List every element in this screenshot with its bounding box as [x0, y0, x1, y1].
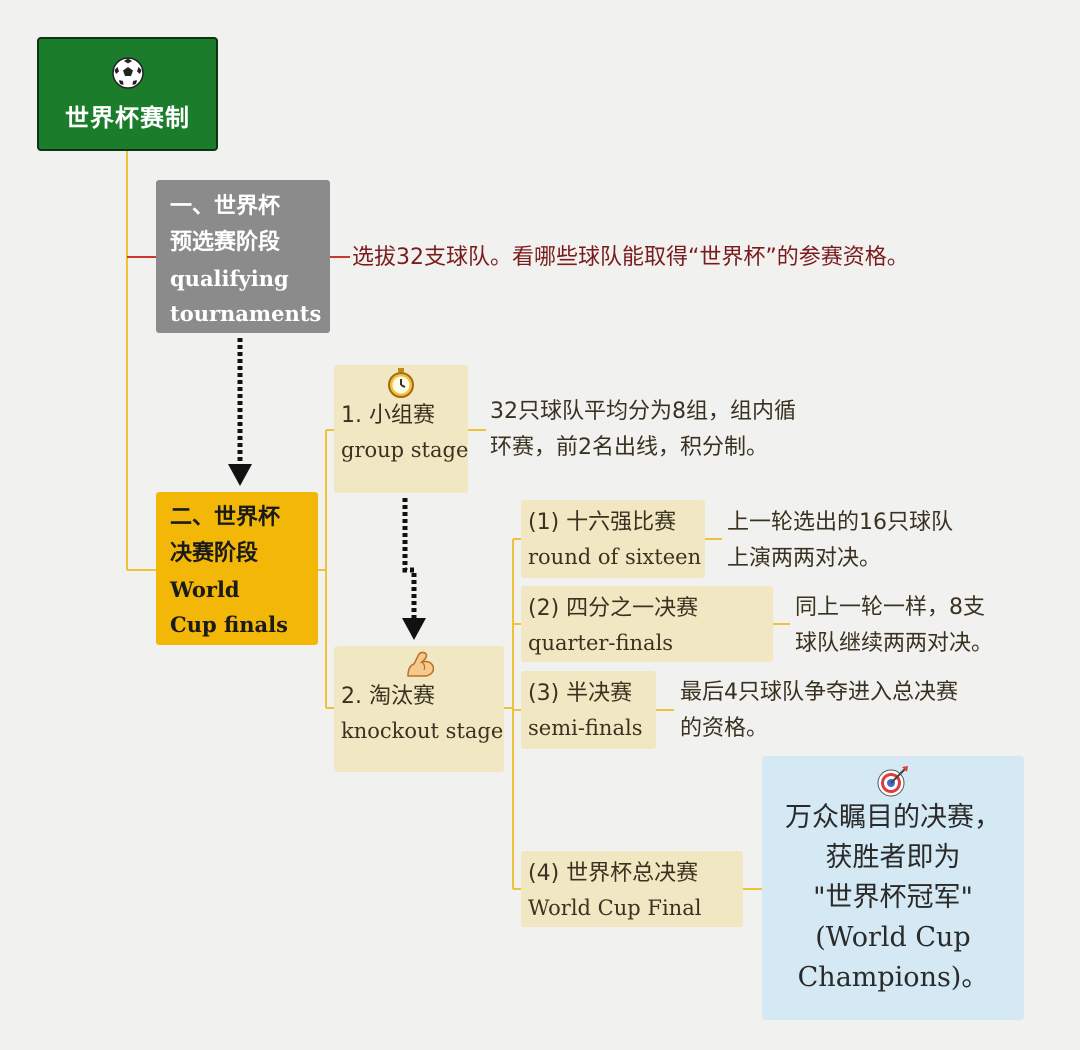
round-of-sixteen-english: round of sixteen: [528, 545, 702, 569]
stage1-title-line2: 预选赛阶段: [170, 230, 281, 255]
stage2-node: 二、世界杯 决赛阶段 World Cup finals: [156, 492, 318, 645]
knockout-stage-english: knockout stage: [341, 719, 504, 743]
group-stage-description-line1: 32只球队平均分为8组，组内循: [490, 399, 796, 424]
stage1-description: 选拔32支球队。看哪些球队能取得“世界杯”的参赛资格。: [352, 245, 909, 270]
champion-line5: Champions)。: [797, 962, 989, 993]
stage2-title-line2: 决赛阶段: [170, 541, 259, 566]
root-title: 世界杯赛制: [65, 103, 190, 132]
champion-node: 万众瞩目的决赛， 获胜者即为 "世界杯冠军" (World Cup Champi…: [762, 756, 1024, 1020]
group-stage-chinese: 1. 小组赛: [341, 403, 435, 428]
round-of-sixteen-description-line2: 上演两两对决。: [727, 546, 882, 571]
semi-finals-description: 最后4只球队争夺进入总决赛 的资格。: [680, 675, 958, 747]
group-stage-description-line2: 环赛，前2名出线，积分制。: [490, 435, 768, 460]
champion-line4: (World Cup: [815, 922, 971, 953]
stage1-title-line1: 一、世界杯: [170, 194, 281, 219]
stage1-node: 一、世界杯 预选赛阶段 qualifying tournaments: [156, 180, 330, 333]
stage1-english-line2: tournaments: [170, 301, 322, 326]
final-node: (4) 世界杯总决赛 World Cup Final: [521, 851, 743, 927]
semi-finals-node: (3) 半决赛 semi-finals: [521, 671, 656, 749]
stopwatch-icon: [341, 367, 461, 399]
stage2-english-line2: Cup finals: [170, 612, 288, 637]
stage1-english-line1: qualifying: [170, 266, 289, 291]
round-of-sixteen-description-line1: 上一轮选出的16只球队: [727, 510, 953, 535]
knockout-stage-node: 2. 淘汰赛 knockout stage: [334, 646, 504, 772]
group-stage-node: 1. 小组赛 group stage: [334, 365, 468, 493]
soccer-ball-icon: [111, 56, 145, 90]
root-node: 世界杯赛制: [37, 37, 218, 151]
group-stage-english: group stage: [341, 438, 469, 462]
final-english: World Cup Final: [528, 896, 702, 920]
champion-line1: 万众瞩目的决赛，: [785, 802, 1001, 833]
round-of-sixteen-chinese: (1) 十六强比赛: [528, 510, 677, 535]
quarter-finals-chinese: (2) 四分之一决赛: [528, 596, 699, 621]
champion-line2: 获胜者即为: [825, 842, 961, 873]
round-of-sixteen-node: (1) 十六强比赛 round of sixteen: [521, 500, 705, 578]
flow-arrow-stage1-to-stage2: [228, 338, 252, 486]
quarter-finals-description: 同上一轮一样，8支 球队继续两两对决。: [795, 590, 993, 662]
semi-finals-english: semi-finals: [528, 716, 643, 740]
knockout-stage-chinese: 2. 淘汰赛: [341, 684, 435, 709]
stage2-title-line1: 二、世界杯: [170, 505, 281, 530]
semi-finals-description-line2: 的资格。: [680, 716, 769, 741]
semi-finals-description-line1: 最后4只球队争夺进入总决赛: [680, 680, 958, 705]
semi-finals-chinese: (3) 半决赛: [528, 681, 633, 706]
target-icon: [762, 764, 1024, 798]
flow-arrow-group-to-knockout: [402, 498, 426, 640]
quarter-finals-description-line1: 同上一轮一样，8支: [795, 595, 985, 620]
group-stage-description: 32只球队平均分为8组，组内循 环赛，前2名出线，积分制。: [490, 394, 796, 466]
final-chinese: (4) 世界杯总决赛: [528, 861, 699, 886]
champion-line3: "世界杯冠军": [813, 882, 973, 913]
quarter-finals-node: (2) 四分之一决赛 quarter-finals: [521, 586, 773, 662]
quarter-finals-description-line2: 球队继续两两对决。: [795, 631, 994, 656]
stage2-english-line1: World: [170, 577, 240, 602]
flexed-arm-icon: [341, 648, 501, 680]
round-of-sixteen-description: 上一轮选出的16只球队 上演两两对决。: [727, 505, 953, 577]
quarter-finals-english: quarter-finals: [528, 631, 674, 655]
